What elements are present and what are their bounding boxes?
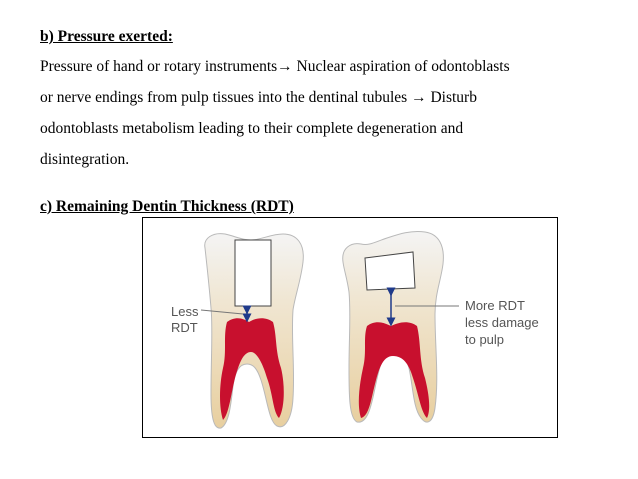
left-label-line-1: Less: [171, 304, 199, 319]
rdt-illustration: Less RDT More RDT less damage to pulp: [171, 231, 539, 429]
left-label-line-2: RDT: [171, 320, 198, 335]
right-label-line-2: less damage: [465, 315, 539, 330]
left-restoration: [234, 239, 272, 307]
left-tooth: Less RDT: [171, 233, 304, 429]
right-pulp: [358, 322, 430, 418]
rdt-figure: Less RDT More RDT less damage to pulp: [142, 217, 558, 438]
section-b-heading: b) Pressure exerted:: [40, 28, 173, 45]
section-b-line-4: disintegration.: [40, 151, 130, 168]
right-label-line-1: More RDT: [465, 298, 525, 313]
right-tooth: More RDT less damage to pulp: [342, 231, 539, 423]
left-label-leader: [200, 309, 244, 315]
right-restoration: [364, 251, 416, 291]
left-pulp: [220, 318, 284, 420]
section-b-line-2: or nerve endings from pulp tissues into …: [40, 89, 477, 106]
section-c-heading: c) Remaining Dentin Thickness (RDT): [40, 198, 294, 215]
section-b-line-3: odontoblasts metabolism leading to their…: [40, 120, 464, 137]
right-label-line-3: to pulp: [465, 332, 504, 347]
section-b-line-1: Pressure of hand or rotary instruments→ …: [40, 58, 510, 75]
